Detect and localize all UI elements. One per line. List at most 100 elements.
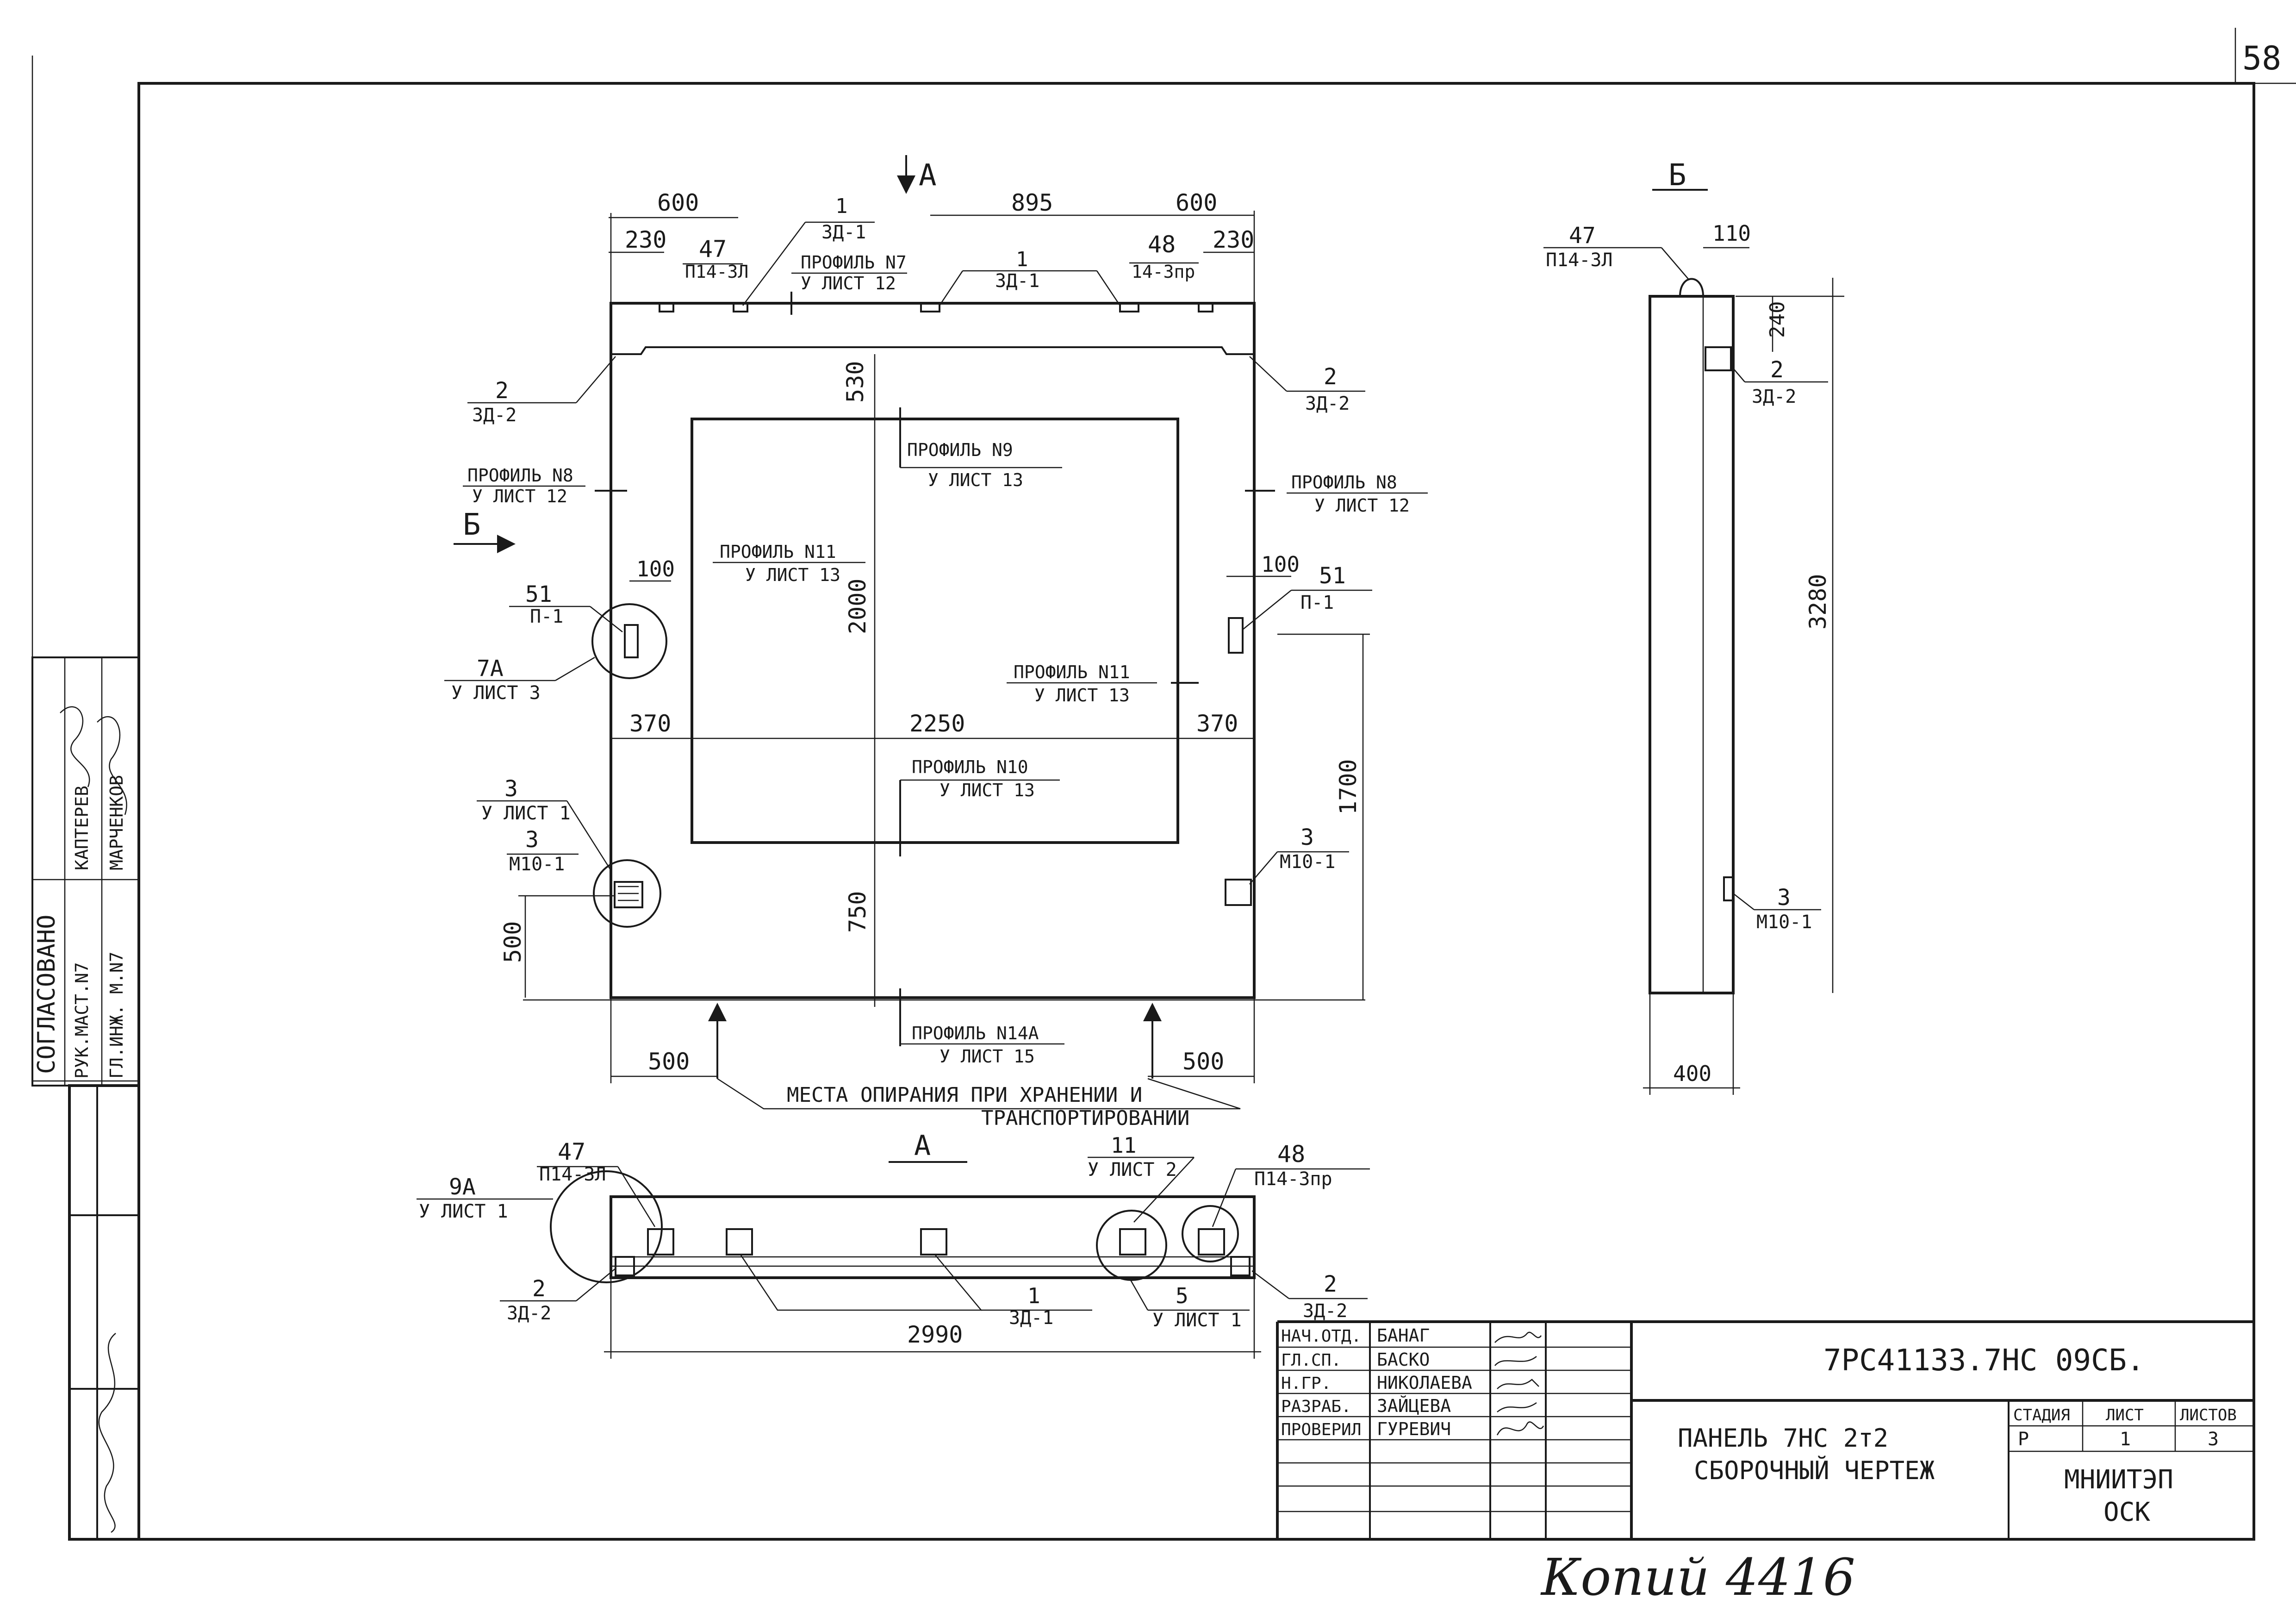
detail-circle <box>550 1170 663 1283</box>
signature-role: ПРОВЕРИЛ <box>1281 1420 1361 1439</box>
sheets-value: 3 <box>2208 1429 2219 1450</box>
plan-callout-47-number: 47 <box>558 1138 585 1165</box>
plan-callout-2-right-ref: 3Д-2 <box>1303 1300 1347 1322</box>
signature-name: ГУРЕВИЧ <box>1377 1419 1451 1439</box>
approval-block: СОГЛАСОВАНО РУК.МАСТ.N7 КАПТЕРЕВ ГЛ.ИНЖ.… <box>31 656 140 1087</box>
plan-callout-1-ref: 3Д-1 <box>1009 1307 1053 1329</box>
profile-8-right-label: ПРОФИЛЬ N8 <box>1291 472 1397 493</box>
dim-top-mid: 895 <box>1011 189 1053 216</box>
side-dim-110: 110 <box>1712 221 1751 246</box>
signature-scribble <box>1494 1356 1537 1366</box>
plan-callout-48-ref: П14-3пр <box>1254 1168 1332 1190</box>
support-note-line-1: МЕСТА ОПИРАНИЯ ПРИ ХРАНЕНИИ И <box>787 1083 1142 1107</box>
profile-8-right-ref: У ЛИСТ 12 <box>1314 495 1410 516</box>
dim-500-vertical: 500 <box>499 921 526 963</box>
side-callout-47-number: 47 <box>1569 223 1596 249</box>
approval-row2-role: ГЛ.ИНЖ. М.N7 <box>106 951 127 1079</box>
callout-51-right-number: 51 <box>1319 563 1346 589</box>
detail-circle <box>591 603 667 679</box>
callout-51-right-ref: П-1 <box>1300 592 1334 613</box>
dim-bottom-500-left: 500 <box>648 1048 690 1075</box>
callout-48-ref: 14-3пр <box>1132 262 1195 282</box>
dim-370-left: 370 <box>629 710 671 737</box>
plan-view-title: А <box>914 1130 931 1162</box>
profile-11-right-ref: У ЛИСТ 13 <box>1034 685 1130 706</box>
signature-scribble <box>1497 1402 1537 1412</box>
callout-48-number: 48 <box>1148 231 1176 258</box>
approval-row1-name: КАПТЕРЕВ <box>72 786 92 870</box>
profile-7-label: ПРОФИЛЬ N7 <box>801 252 907 273</box>
left-stamp-column <box>68 1084 140 1541</box>
signature-role: ГЛ.СП. <box>1281 1351 1341 1370</box>
callout-3-top-number: 3 <box>504 776 518 802</box>
profile-10-ref: У ЛИСТ 13 <box>940 780 1035 800</box>
title-line-2: СБОРОЧНЫЙ ЧЕРТЕЖ <box>1694 1456 1935 1485</box>
signature-name: БАСКО <box>1377 1349 1430 1370</box>
detail-circle <box>1096 1210 1167 1281</box>
callout-2-right-ref: 3Д-2 <box>1305 393 1350 414</box>
copy-note: Копий 4416 <box>1540 1548 1855 1607</box>
callout-2-right-number: 2 <box>1324 364 1337 390</box>
embedded-plate-icon <box>659 292 1213 315</box>
approval-title: СОГЛАСОВАНО <box>33 915 61 1074</box>
title-block: НАЧ.ОТД. БАНАГ ГЛ.СП. БАСКО Н.ГР. НИКОЛА… <box>1276 1320 2254 1539</box>
plan-callout-11-number: 11 <box>1111 1133 1136 1158</box>
side-callout-3-ref: М10-1 <box>1756 912 1812 933</box>
signature-scribble <box>1497 1379 1539 1389</box>
signature-scribble <box>97 716 127 815</box>
signature-scribble <box>1496 1421 1544 1436</box>
plan-callout-2-right-number: 2 <box>1324 1271 1337 1297</box>
plan-callout-5-number: 5 <box>1176 1283 1188 1308</box>
signature-scribble <box>1494 1331 1542 1343</box>
plan-callout-2-left-ref: 3Д-2 <box>507 1303 551 1324</box>
side-panel-outline <box>1649 295 1735 994</box>
side-callout-3-number: 3 <box>1777 885 1791 911</box>
signature-scribble <box>98 1333 116 1533</box>
approval-row2-name: МАРЧЕНКОВ <box>106 775 127 870</box>
embedded-plate-icon <box>1723 876 1734 901</box>
side-callout-2-number: 2 <box>1770 357 1784 383</box>
callout-1-ref: 3Д-1 <box>821 222 866 243</box>
profile-14a-label: ПРОФИЛЬ N14А <box>912 1023 1039 1043</box>
callout-51-left-number: 51 <box>525 581 552 607</box>
callout-3-right-number: 3 <box>1300 824 1314 850</box>
detail-circle <box>1182 1205 1239 1262</box>
callout-1b-number: 1 <box>1016 248 1028 271</box>
plan-view: А 47 П14-3Л 9А У ЛИСТ 1 11 У ЛИСТ 2 48 <box>417 1130 1370 1359</box>
dim-top-left: 600 <box>657 189 699 216</box>
dim-top-right: 600 <box>1176 189 1217 216</box>
profile-9-ref: У ЛИСТ 13 <box>928 470 1023 490</box>
signature-role: РАЗРАБ. <box>1281 1397 1351 1416</box>
stage-header: СТАДИЯ <box>2013 1406 2070 1424</box>
callout-1b-ref: 3Д-1 <box>995 270 1039 292</box>
section-b-mark: Б <box>463 508 481 542</box>
callout-2-left-number: 2 <box>495 378 509 404</box>
profile-11-left-ref: У ЛИСТ 13 <box>745 565 840 585</box>
embedded-plate-icon <box>615 1228 1251 1276</box>
profile-11-left-label: ПРОФИЛЬ N11 <box>720 542 836 562</box>
approval-row1-role: РУК.МАСТ.N7 <box>72 962 92 1079</box>
dim-370-right: 370 <box>1196 710 1238 737</box>
plan-dim-2990: 2990 <box>907 1321 963 1348</box>
embedded-plate-icon <box>1225 617 1252 906</box>
side-callout-2-ref: 3Д-2 <box>1752 386 1796 407</box>
callout-3-right-ref: М10-1 <box>1280 851 1335 873</box>
plan-callout-48-number: 48 <box>1277 1141 1305 1168</box>
plan-callout-47-ref: П14-3Л <box>539 1164 606 1185</box>
dim-bottom-500-right: 500 <box>1182 1048 1224 1075</box>
profile-10-label: ПРОФИЛЬ N10 <box>912 757 1028 777</box>
panel-outline <box>610 302 1256 999</box>
dim-2250: 2250 <box>909 710 965 737</box>
callout-2-left-ref: 3Д-2 <box>472 405 516 426</box>
callout-3-top-ref: У ЛИСТ 1 <box>481 803 571 824</box>
dim-100-left: 100 <box>636 556 675 581</box>
sheet-header: ЛИСТ <box>2106 1406 2144 1424</box>
side-view: Б 47 П14-3Л 110 240 2 3Д-2 3280 3 М10-1 … <box>1543 158 1844 1095</box>
title-line-1: ПАНЕЛЬ 7НС 2т2 <box>1678 1424 1888 1453</box>
embedded-plate-icon <box>624 624 639 658</box>
embedded-plate-icon <box>1705 346 1732 371</box>
callout-3-left-ref: М10-1 <box>509 854 565 875</box>
signature-role: Н.ГР. <box>1281 1374 1331 1393</box>
front-view: А Б 600 230 895 600 230 47 П14-3Л 1 3Д-1… <box>444 155 1428 1130</box>
organization-line-1: МНИИТЭП <box>2064 1465 2173 1495</box>
